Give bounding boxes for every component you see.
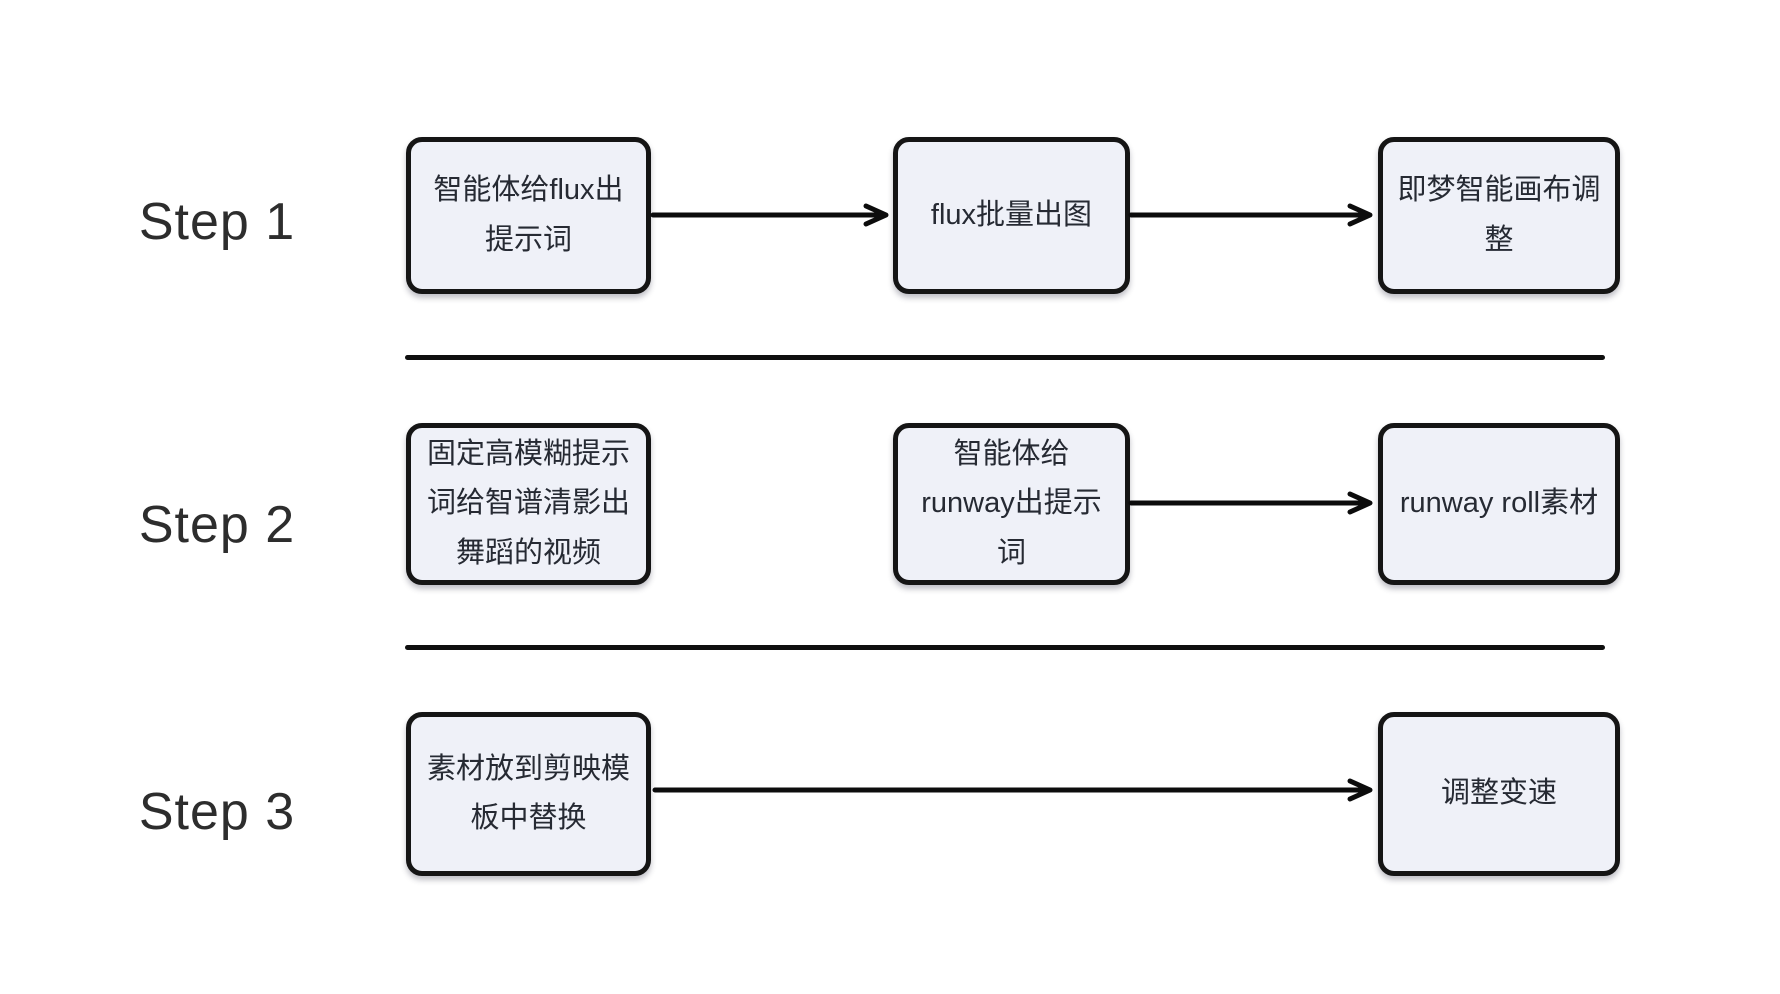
step-1-label: Step 1 (138, 193, 296, 251)
flow-node-label: 素材放到剪映模板中替换 (426, 752, 630, 834)
flow-node-label: runway roll素材 (1399, 487, 1599, 520)
step-divider (405, 645, 1605, 650)
step-3-label: Step 3 (138, 783, 296, 841)
flow-node-step1-canvas: 即梦智能画布调整 (1378, 137, 1620, 294)
flow-node-step1-prompt: 智能体给flux出提示词 (406, 137, 651, 294)
flow-node-step2-roll: runway roll素材 (1378, 423, 1620, 585)
arrow-right-icon (650, 202, 892, 228)
arrow-right-icon (1128, 490, 1376, 516)
flow-node-label: 固定高模糊提示词给智谱清影出舞蹈的视频 (426, 438, 630, 569)
flow-node-label: 智能体给runway出提示词 (921, 438, 1102, 569)
arrow-right-icon (652, 777, 1376, 803)
step-2-label: Step 2 (138, 496, 296, 554)
flow-node-step1-batch: flux批量出图 (893, 137, 1130, 294)
flow-node-label: 调整变速 (1440, 777, 1557, 810)
flow-node-step2-runway-prompt: 智能体给runway出提示词 (893, 423, 1130, 585)
flow-node-step2-video: 固定高模糊提示词给智谱清影出舞蹈的视频 (406, 423, 651, 585)
flow-node-step3-speed: 调整变速 (1378, 712, 1620, 876)
flow-node-step3-template: 素材放到剪映模板中替换 (406, 712, 651, 876)
arrow-right-icon (1128, 202, 1376, 228)
flow-node-label: 智能体给flux出提示词 (433, 174, 624, 256)
step-divider (405, 355, 1605, 360)
flow-node-label: 即梦智能画布调整 (1397, 174, 1601, 256)
flow-node-label: flux批量出图 (930, 198, 1093, 231)
